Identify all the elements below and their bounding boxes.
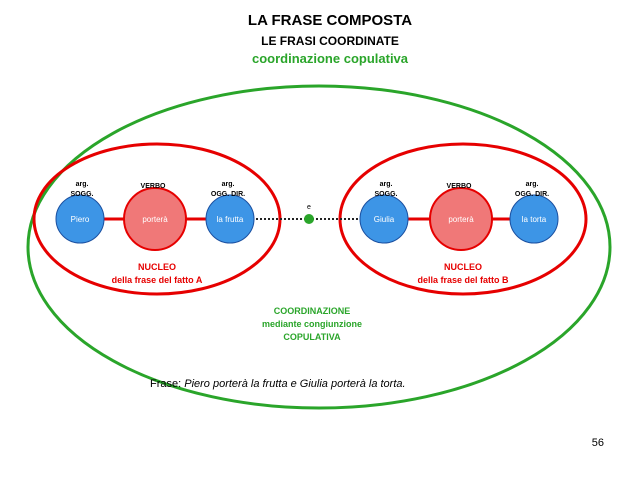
label-b-sogg: SOGG. [375,191,398,198]
coordination-caption-3: COPULATIVA [283,332,341,342]
label-a-ogg-dir: OGG. DIR. [211,191,245,198]
label-b-ogg-dir: OGG. DIR. [515,191,549,198]
verb-a-text: porterà [142,215,168,224]
verb-b-text: porterà [448,215,474,224]
conjunction-node [304,214,314,224]
subject-b-text: Giulia [374,215,395,224]
page-subtitle: LE FRASI COORDINATE [261,34,399,48]
page-subtitle-coordination: coordinazione copulativa [251,51,409,66]
label-b-verbo: VERBO [447,183,472,190]
label-b-arg-sogg: arg. [380,181,393,188]
coordination-ellipse [26,84,612,410]
verb-a-circle [123,187,187,251]
object-a-text: la frutta [217,215,244,224]
coordination-caption-1: COORDINAZIONE [274,306,351,316]
label-a-arg-ogg: arg. [222,181,235,188]
label-a-verbo: VERBO [141,183,166,190]
nucleus-b-caption-2: della frase del fatto B [417,275,509,285]
subject-a-circle [55,194,105,244]
nucleus-b-caption-1: NUCLEO [444,262,482,272]
subject-a-text: Piero [71,215,90,224]
object-b-circle [509,194,559,244]
label-a-arg-sogg: arg. [76,181,89,188]
page-title: LA FRASE COMPOSTA [247,12,413,29]
label-b-arg-ogg: arg. [526,181,539,188]
object-a-circle [205,194,255,244]
example-sentence: Frase: Piero porterà la frutta e Giulia … [150,378,406,390]
sentence-text: Piero porterà la frutta e Giulia porterà… [184,378,406,390]
coordination-caption-2: mediante congiunzione [262,319,362,329]
subject-b-circle [359,194,409,244]
nucleus-a-caption-1: NUCLEO [138,262,176,272]
nucleus-a-caption-2: della frase del fatto A [112,275,203,285]
sentence-prefix: Frase: [150,378,185,390]
conjunction-label: e [307,204,311,211]
verb-b-circle [429,187,493,251]
label-a-sogg: SOGG. [71,191,94,198]
page-number: 56 [591,437,604,449]
object-b-text: la torta [522,215,547,224]
